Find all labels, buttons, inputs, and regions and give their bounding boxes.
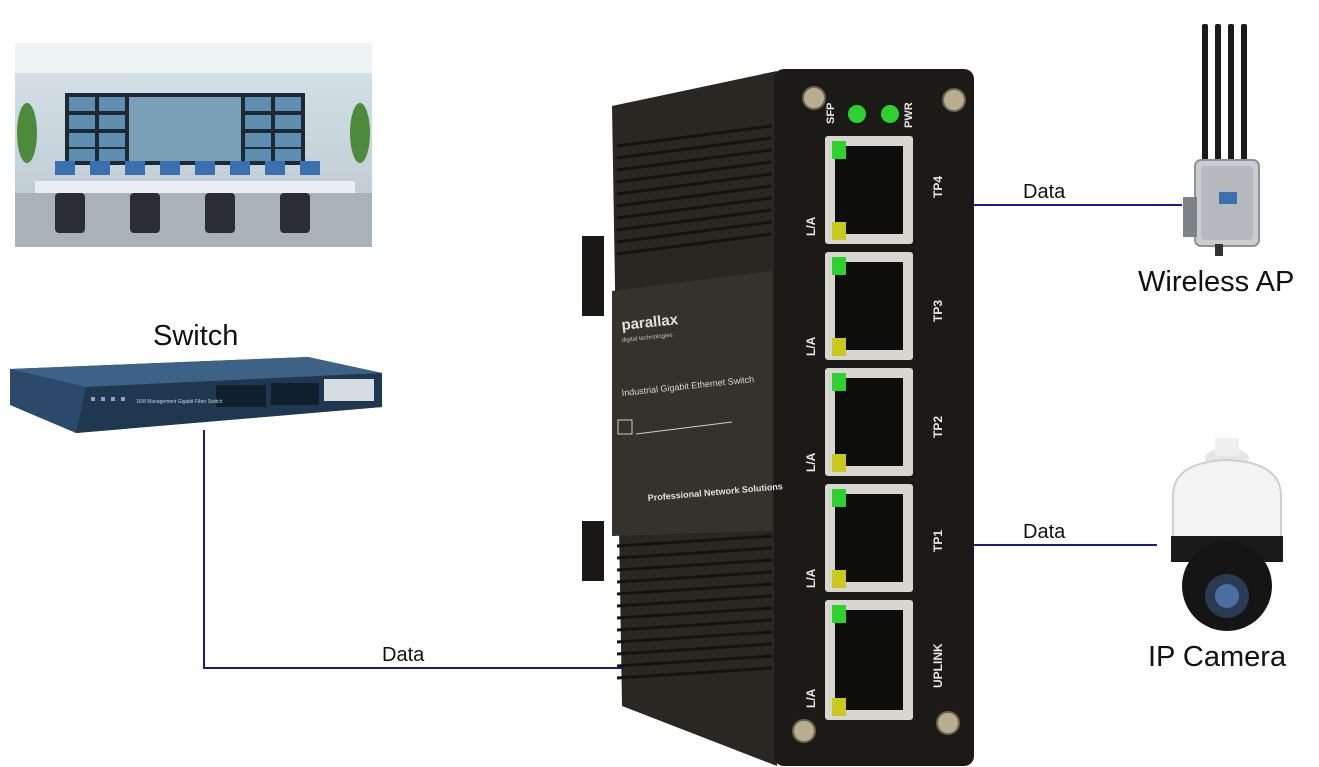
pwr-led xyxy=(881,105,899,123)
tp4-data-label: Data xyxy=(1023,181,1066,203)
control-room-image xyxy=(15,43,372,247)
sfp-led xyxy=(848,105,866,123)
wireless-ap-image xyxy=(1175,22,1265,257)
rack-switch-model-text: 16/8 Management Gigabit Fiber Switch xyxy=(136,399,223,405)
port-tp1-led-label: L/A xyxy=(804,568,818,588)
port-tp3-name: TP3 xyxy=(931,300,945,322)
port-tp1-name: TP1 xyxy=(931,530,945,552)
switch-label: Switch xyxy=(153,320,239,352)
industrial-switch-device: SFP PWR TP4 TP3 TP2 TP1 UPLINK L/A L/A L… xyxy=(582,66,977,767)
ip-camera-label: IP Camera xyxy=(1148,641,1287,673)
wireless-ap-label: Wireless AP xyxy=(1138,266,1295,298)
port-uplink-led-label: L/A xyxy=(804,688,818,708)
rack-switch-image: 16/8 Management Gigabit Fiber Switch xyxy=(6,355,386,435)
port-tp4-name: TP4 xyxy=(931,176,945,198)
port-tp3-led-label: L/A xyxy=(804,336,818,356)
tp1-data-label: Data xyxy=(1023,521,1066,543)
port-tp4-led-label: L/A xyxy=(804,216,818,236)
uplink-data-label: Data xyxy=(382,644,425,666)
ip-camera-image xyxy=(1165,436,1290,636)
port-uplink-name: UPLINK xyxy=(931,643,945,688)
brand-logo-text: parallax xyxy=(621,311,680,334)
port-tp2-led-label: L/A xyxy=(804,452,818,472)
uplink-data-line xyxy=(203,430,822,669)
sfp-led-label: SFP xyxy=(825,103,837,124)
port-tp2-name: TP2 xyxy=(931,416,945,438)
pwr-led-label: PWR xyxy=(903,102,915,128)
brand-subtext: digital technologies xyxy=(622,333,673,344)
